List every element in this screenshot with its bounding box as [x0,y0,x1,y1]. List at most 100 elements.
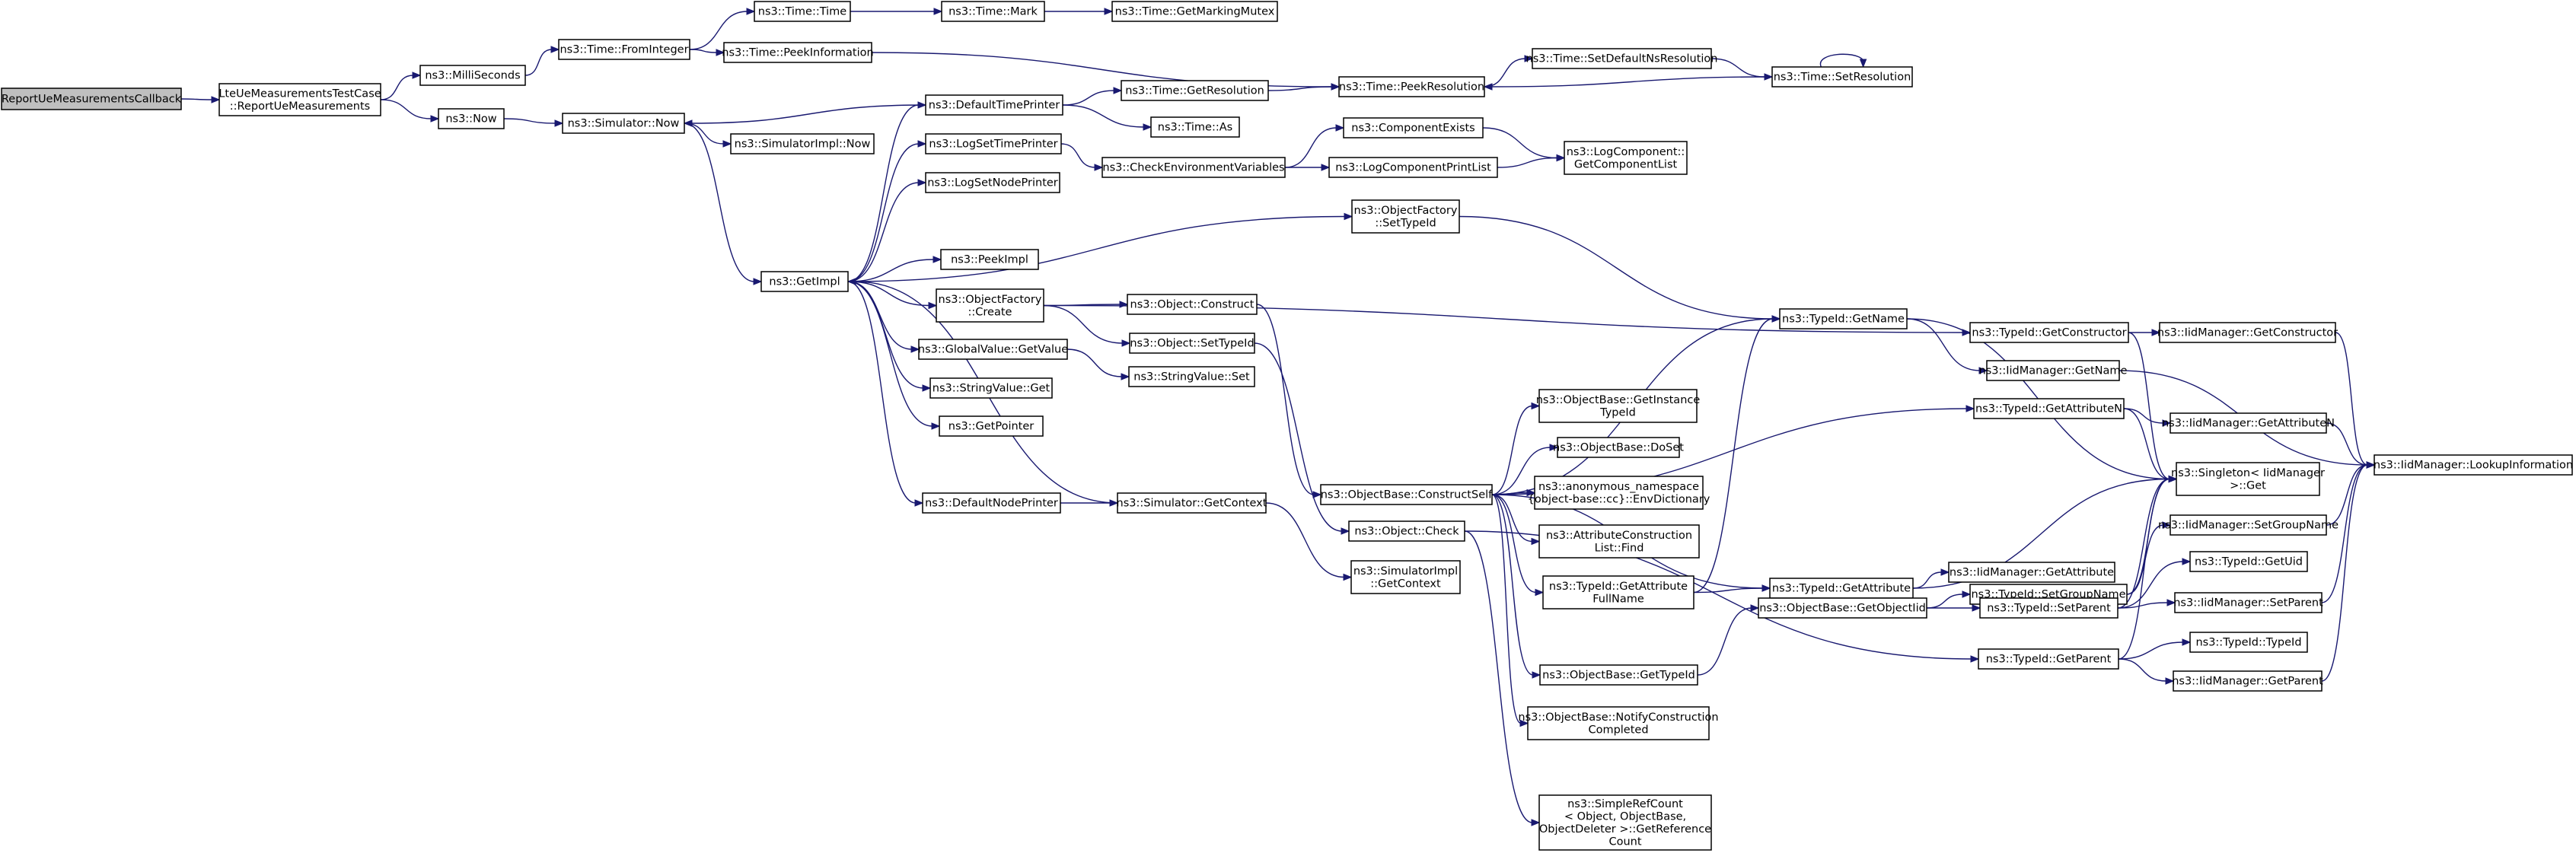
graph-node[interactable]: ns3::CheckEnvironmentVariables [1101,157,1286,178]
graph-node[interactable]: ns3::LogSetTimePrinter [925,133,1062,154]
graph-node[interactable]: ns3::Time::As [1150,116,1240,138]
node-label: ns3::SimulatorImpl::Now [735,138,871,151]
graph-node[interactable]: ns3::SimulatorImpl::Now [730,133,875,154]
graph-node[interactable]: ns3::TypeId::GetUid [2189,551,2308,572]
node-label: ns3::anonymous_namespace [1538,481,1699,493]
node-label: ns3::ObjectFactory [939,294,1042,306]
graph-root-node[interactable]: ReportUeMeasurementsCallback [1,88,182,110]
graph-node[interactable]: ns3::IidManager::GetName [1979,360,2128,381]
call-edge [503,118,564,127]
call-edge [1464,530,1541,826]
graph-node[interactable]: ns3::Time::PeekResolution [1338,76,1485,97]
graph-node[interactable]: ns3::ObjectBase::GetTypeId [1539,664,1698,686]
call-edge [1693,315,1781,594]
graph-node[interactable]: ns3::IidManager::GetAttributeN [2162,412,2335,434]
graph-node[interactable]: LteUeMeasurementsTestCase::ReportUeMeasu… [218,83,381,116]
graph-node[interactable]: ns3::TypeId::SetParent [1979,597,2119,619]
graph-node[interactable]: ns3::GetImpl [760,271,849,292]
call-edge [1265,502,1353,581]
graph-node[interactable]: ns3::TypeId::GetConstructor [1969,322,2129,343]
graph-node[interactable]: ns3::SimulatorImpl::GetContext [1350,560,1461,594]
graph-node[interactable]: ns3::Object::Construct [1127,294,1258,315]
graph-node[interactable]: ns3::TypeId::GetAttribute [1769,578,1914,599]
graph-node[interactable]: ns3::PeekImpl [940,249,1039,270]
graph-node[interactable]: ns3::Singleton< IidManager >::Get [2171,462,2325,496]
graph-node[interactable]: ns3::Object::SetTypeId [1129,333,1255,354]
graph-node[interactable]: ns3::Simulator::Now [562,113,685,134]
node-label: ns3::GlobalValue::GetValue [918,344,1068,356]
graph-node[interactable]: ns3::Time::FromInteger [558,39,690,60]
call-edge [180,96,221,103]
graph-node[interactable]: ns3::DefaultNodePrinter [922,492,1061,514]
graph-node[interactable]: ns3::StringValue::Set [1128,366,1255,387]
graph-node[interactable]: ns3::ComponentExists [1343,117,1484,138]
graph-node[interactable]: ns3::LogSetNodePrinter [925,172,1060,193]
call-edge [1043,304,1131,347]
graph-node[interactable]: ns3::GetPointer [939,415,1044,437]
graph-node[interactable]: ns3::TypeId::TypeId [2189,632,2308,653]
graph-node[interactable]: ns3::Time::GetResolution [1121,80,1269,101]
graph-node[interactable]: ns3::SimpleRefCount< Object, ObjectBase,… [1538,794,1712,851]
node-label: ns3::LogComponent:: [1567,146,1685,158]
node-label: ns3::ObjectBase::ConstructSelf [1321,489,1493,501]
graph-node[interactable]: ns3::DefaultTimePrinter [925,94,1063,116]
call-edge [2123,408,2172,427]
graph-node[interactable]: ns3::ObjectBase::NotifyConstructionCompl… [1518,706,1719,740]
node-label: ns3::Time::PeekInformation [722,47,873,59]
node-label: ns3::IidManager::SetGroupName [2158,520,2338,532]
graph-node[interactable]: ns3::ObjectBase::GetObjectIid [1758,597,1927,619]
node-label: {object-base::cc}::EnvDictionary [1528,493,1710,505]
graph-node[interactable]: ns3::IidManager::SetGroupName [2158,514,2338,536]
call-edge [1912,568,1950,589]
graph-node[interactable]: ns3::Time::Mark [941,1,1045,22]
call-edge [2118,638,2192,660]
graph-node[interactable]: ns3::anonymous_namespace{object-base::cc… [1528,476,1710,510]
call-edge [1044,8,1114,15]
graph-node[interactable]: ns3::Time::Time [754,1,851,22]
graph-node[interactable]: ns3::Time::SetResolution [1771,66,1913,88]
node-label: ::Create [968,306,1012,318]
graph-node[interactable]: ns3::ObjectBase::ConstructSelf [1320,484,1493,505]
graph-node[interactable]: ns3::IidManager::GetParent [2172,670,2323,692]
graph-node[interactable]: ns3::LogComponent::GetComponentList [1564,141,1688,175]
graph-node[interactable]: ns3::TypeId::GetParent [1978,648,2119,670]
call-edge [689,49,725,56]
call-edge [1926,590,1972,609]
graph-node[interactable]: ns3::StringValue::Get [929,377,1053,399]
call-edge [1906,318,1988,374]
graph-node[interactable]: ns3::IidManager::LookupInformation [2374,454,2573,476]
node-label: TypeId [1599,406,1636,419]
graph-node[interactable]: ns3::LogComponentPrintList [1328,157,1498,178]
graph-node[interactable]: ns3::ObjectFactory::Create [936,288,1044,323]
graph-node[interactable]: ns3::Time::PeekInformation [722,42,874,63]
graph-node[interactable]: ns3::IidManager::GetConstructor [2157,322,2338,343]
node-label: ns3::ObjectBase::DoSet [1553,442,1684,454]
graph-node[interactable]: ns3::Now [438,108,505,129]
call-edge [1926,604,1981,612]
call-edge [1256,304,1322,498]
node-label: ReportUeMeasurementsCallback [2,94,182,106]
graph-node[interactable]: ns3::ObjectFactory::SetTypeId [1351,199,1460,234]
graph-node[interactable]: ns3::MilliSeconds [419,65,526,86]
graph-node[interactable]: ns3::TypeId::GetName [1779,308,1908,329]
node-label: ns3::Simulator::GetContext [1117,498,1267,510]
graph-node[interactable]: ns3::Object::Check [1348,520,1465,542]
graph-node[interactable]: ns3::ObjectBase::DoSet [1553,437,1684,458]
graph-node[interactable]: ns3::Time::SetDefaultNsResolution [1526,48,1718,69]
graph-node[interactable]: ns3::Simulator::GetContext [1117,492,1267,514]
graph-node[interactable]: ns3::Time::GetMarkingMutex [1111,1,1278,22]
node-label: ns3::IidManager::GetConstructor [2157,327,2338,339]
node-label: ns3::TypeId::GetParent [1986,654,2112,666]
node-label: ns3::Time::As [1158,122,1232,134]
call-edge [1491,494,1545,597]
graph-node[interactable]: ns3::IidManager::SetParent [2173,592,2323,613]
graph-node[interactable]: ns3::TypeId::GetAttributeN [1973,398,2125,419]
call-edge [847,179,927,282]
graph-node[interactable]: ns3::GlobalValue::GetValue [918,339,1068,360]
graph-node[interactable]: ns3::IidManager::GetAttribute [1948,562,2115,583]
node-label: GetComponentList [1574,158,1678,170]
node-label: < Object, ObjectBase, [1564,810,1686,823]
